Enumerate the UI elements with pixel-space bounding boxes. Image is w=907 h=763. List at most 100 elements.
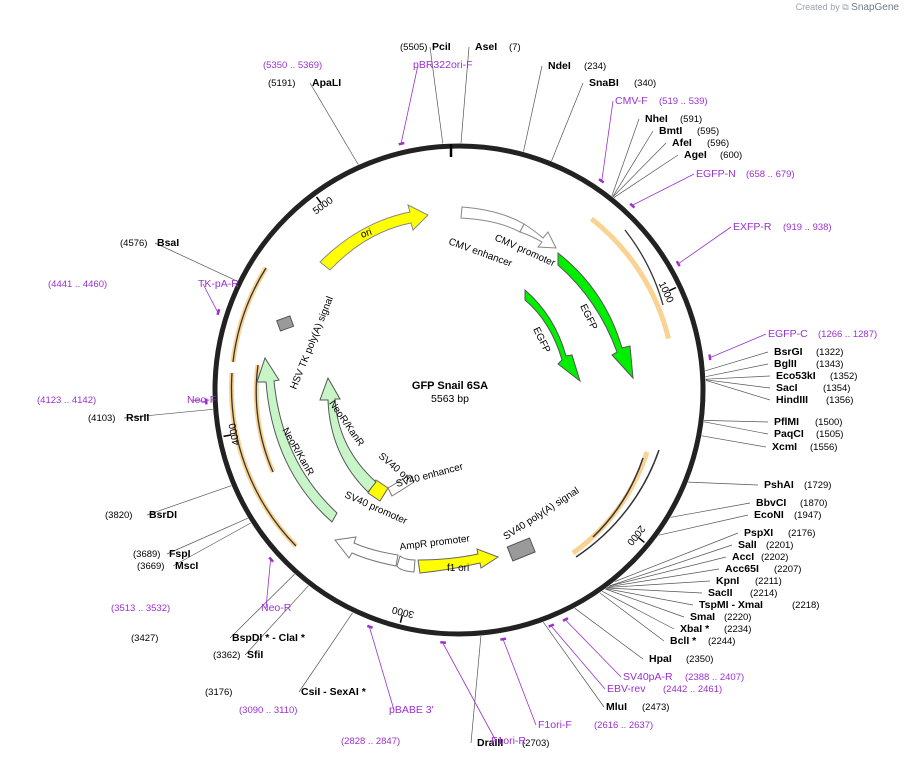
- enzyme-leader: [670, 502, 751, 518]
- enzyme-leader: [705, 375, 771, 380]
- orf-arcs: [229, 216, 671, 558]
- tick-label: 5000: [311, 195, 336, 217]
- enzyme-name: SalI: [738, 539, 757, 551]
- primer-range: (2828 .. 2847): [341, 736, 400, 747]
- enzyme-name: DraIII: [477, 737, 503, 749]
- enzyme-position: (1343): [816, 359, 843, 370]
- enzyme-name: AgeI: [684, 149, 707, 161]
- orf-arrow-line: [230, 372, 297, 547]
- enzyme-site: EcoNI(1947): [658, 509, 821, 536]
- enzyme-position: (1354): [823, 383, 850, 394]
- enzyme-leader: [229, 573, 295, 639]
- primer-site: TK-pA-R(4441 .. 4460): [48, 278, 239, 316]
- feature-label: f1 ori: [447, 563, 469, 574]
- primer-site: Neo-F(4123 .. 4142): [37, 394, 216, 406]
- tick-mark: [223, 434, 232, 438]
- feature-hsv-tk-polya: [276, 315, 295, 332]
- primer-range: (2388 .. 2407): [685, 672, 744, 683]
- orf-arrow-line: [575, 449, 660, 558]
- enzyme-site: AfeI(596): [612, 137, 729, 198]
- enzyme-leader: [609, 556, 727, 587]
- enzyme-leader: [705, 363, 769, 378]
- primer-leader: [265, 560, 271, 609]
- enzyme-site: FspI(3689): [133, 517, 249, 560]
- tick-label: 2000: [624, 523, 647, 548]
- enzyme-leader: [154, 242, 238, 282]
- primer-leader: [565, 620, 622, 678]
- enzyme-position: (2244): [708, 636, 735, 647]
- primer-label: EXFP-R: [733, 221, 772, 233]
- enzyme-name: EcoNI: [754, 509, 784, 521]
- enzyme-position: (1556): [810, 442, 837, 453]
- enzyme-position: (2214): [750, 588, 777, 599]
- backbone-inner-line: [219, 150, 699, 630]
- enzyme-name: BspDI * - ClaI *: [232, 632, 306, 644]
- enzyme-position: (2202): [761, 552, 788, 563]
- enzyme-site: Acc65I(2207): [608, 563, 801, 588]
- backbone-circle: [212, 143, 706, 637]
- primer-leader: [710, 333, 767, 358]
- primer-label: pBABE 3': [389, 704, 434, 716]
- enzyme-leader: [523, 65, 543, 152]
- enzyme-leader: [703, 421, 769, 435]
- enzyme-name: BsrGI: [774, 346, 803, 358]
- enzyme-name: PaqCI: [774, 428, 804, 440]
- enzyme-name: MluI: [606, 701, 627, 713]
- primer-label: EGFP-C: [768, 328, 808, 340]
- snapgene-logo-icon: ⧉: [842, 2, 849, 12]
- feature-sv40-enhancer: [387, 474, 415, 497]
- primer-leader: [369, 627, 395, 711]
- enzyme-position: (4103): [88, 413, 115, 424]
- enzyme-name: NdeI: [548, 60, 571, 72]
- enzyme-position: (1505): [816, 429, 843, 440]
- enzyme-leader: [612, 130, 654, 197]
- primer-mark: [548, 623, 555, 628]
- enzyme-name: TspMI - XmaI: [699, 599, 763, 611]
- primer-mark: [366, 624, 374, 629]
- feature-neor-outer: [256, 356, 338, 523]
- feature-arrows: [256, 204, 634, 574]
- orf-arc: [589, 216, 671, 340]
- primer-mark: [598, 178, 605, 184]
- enzyme-leader: [614, 532, 739, 582]
- enzyme-name: BbvCI: [756, 497, 786, 509]
- enzyme-site: MscI(3669): [137, 522, 251, 572]
- feature-label: HSV TK poly(A) signal: [289, 295, 336, 391]
- primer-leader: [678, 226, 732, 264]
- enzyme-site: SalI(2201): [609, 539, 793, 587]
- enzyme-name: CsiI - SexAI *: [301, 686, 367, 698]
- enzyme-name: XbaI *: [680, 623, 710, 635]
- enzyme-position: (1729): [804, 480, 831, 491]
- primer-label: EGFP-N: [696, 168, 736, 180]
- enzyme-site: NheI(591): [611, 113, 702, 197]
- primer-name: EBV-rev: [607, 683, 646, 695]
- enzyme-site: PciI(5505): [400, 41, 451, 144]
- feature-f1-ori: [417, 548, 500, 574]
- primer-name: SV40pA-R: [623, 671, 673, 683]
- tick-mark: [399, 614, 404, 623]
- orf-arrow-line: [255, 364, 274, 473]
- enzyme-position: (600): [720, 150, 742, 161]
- primer-label: CMV-F: [615, 95, 648, 107]
- enzyme-name: PciI: [432, 41, 451, 53]
- feature-sv40-polya: [506, 537, 536, 562]
- enzyme-name: AfeI: [672, 137, 692, 149]
- primer-site: SV40pA-R (2388 .. 2407): [562, 617, 744, 683]
- primer-name: EGFP-N: [696, 168, 736, 180]
- enzyme-name: PshAI: [764, 479, 794, 491]
- primer-site: EGFP-C(1266 .. 1287): [708, 328, 877, 361]
- enzyme-site: TspMI - XmaI(2218): [605, 588, 819, 611]
- enzyme-position: (2211): [755, 576, 782, 587]
- enzyme-name: NheI: [645, 113, 668, 125]
- enzyme-name: KpnI: [716, 575, 739, 587]
- primer-range: (658 .. 679): [746, 169, 795, 180]
- plasmid-name: GFP Snail 6SA: [412, 380, 488, 392]
- enzyme-site: SnaBI(340): [551, 77, 656, 162]
- enzyme-name: BmtI: [659, 125, 682, 137]
- enzyme-position: (595): [697, 126, 719, 137]
- enzyme-leader: [309, 82, 359, 165]
- enzyme-leader: [611, 118, 640, 197]
- enzyme-site: HindIII(1356): [705, 379, 853, 406]
- enzyme-leader: [705, 379, 771, 401]
- enzyme-site: XbaI *(2234): [602, 590, 751, 635]
